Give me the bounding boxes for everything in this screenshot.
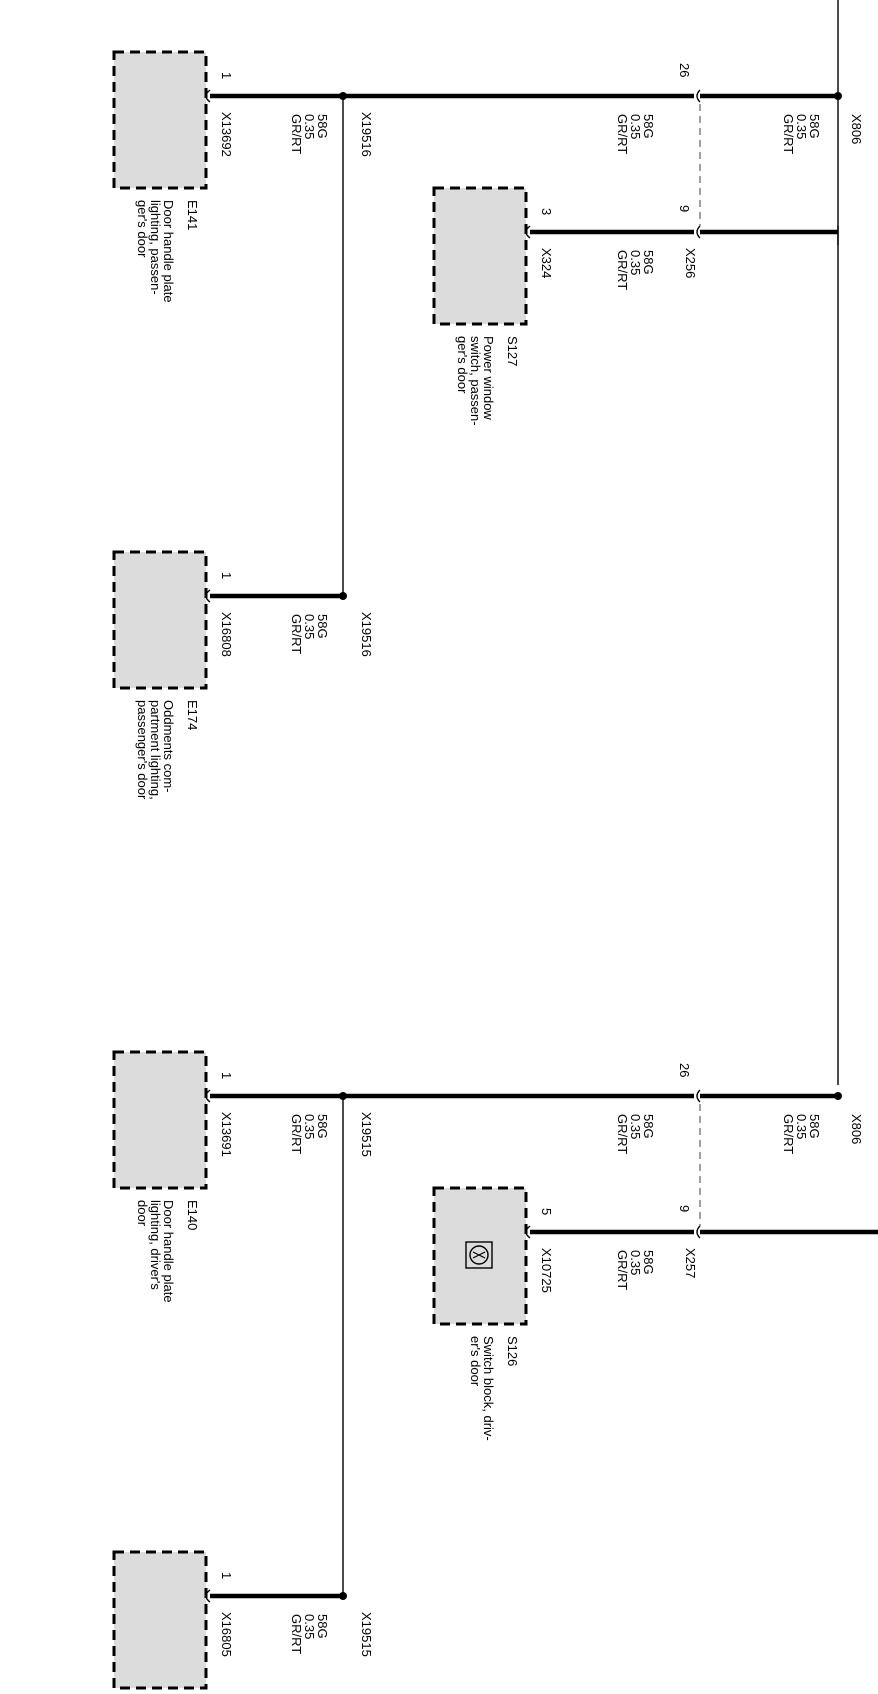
pin-1-unnamed: 1: [219, 1572, 234, 1579]
pin-1-e140: 1: [219, 1072, 234, 1079]
connector-x256: X256: [683, 248, 698, 278]
pin-3-s127: 3: [539, 208, 554, 215]
light-bulb-icon: [465, 1241, 493, 1269]
component-e141-box: [112, 50, 208, 190]
svg-text:58G: 58G: [641, 114, 656, 139]
svg-text:ger's door: ger's door: [455, 336, 470, 394]
wire-spec-s127: 58G 0.35 GR/RT: [615, 250, 656, 290]
svg-text:58G: 58G: [315, 614, 330, 639]
wire-spec-x257-main: 58G 0.35 GR/RT: [615, 1114, 656, 1154]
svg-text:Power window: Power window: [481, 336, 496, 420]
pin-9-x257: 9: [677, 1205, 692, 1212]
wire-spec-e140: 58G 0.35 GR/RT: [289, 1114, 330, 1154]
component-s127-id: S127: [505, 336, 520, 366]
component-e174-id: E174: [185, 700, 200, 730]
svg-text:GR/RT: GR/RT: [289, 1614, 304, 1654]
svg-text:GR/RT: GR/RT: [615, 1250, 630, 1290]
wire-spec-e141: 58G 0.35 GR/RT: [289, 114, 330, 154]
component-s126-desc: Switch block, driv- er's door: [468, 1336, 496, 1441]
svg-text:58G: 58G: [315, 114, 330, 139]
component-s126-id: S126: [505, 1336, 520, 1366]
svg-text:0.35: 0.35: [302, 114, 317, 139]
svg-text:58G: 58G: [641, 250, 656, 275]
pin-9-x256: 9: [677, 205, 692, 212]
component-e140-desc: Door handle plate lighting, driver's doo…: [135, 1200, 176, 1303]
connector-x19516-lower: X19516: [359, 612, 374, 657]
connector-x19515-lower: X19515: [359, 1612, 374, 1657]
connector-x10725: X10725: [539, 1248, 554, 1293]
connector-x13692: X13692: [219, 112, 234, 157]
svg-text:GR/RT: GR/RT: [289, 114, 304, 154]
component-unnamed-box: [112, 1550, 208, 1690]
connector-x257: X257: [683, 1248, 698, 1278]
svg-text:lighting, driver's: lighting, driver's: [148, 1200, 163, 1290]
svg-text:Oddments com-: Oddments com-: [161, 700, 176, 792]
svg-text:0.35: 0.35: [628, 1114, 643, 1139]
svg-text:GR/RT: GR/RT: [615, 114, 630, 154]
component-s127-desc: Power window switch, passen- ger's door: [455, 336, 496, 426]
pin-1-e174: 1: [219, 572, 234, 579]
connector-x806-bottom: X806: [849, 1114, 864, 1144]
wire-spec-x16805: 58G 0.35 GR/RT: [289, 1614, 330, 1654]
svg-text:GR/RT: GR/RT: [289, 1114, 304, 1154]
pin-26-bottom: 26: [677, 1063, 692, 1077]
junction-dot-x806-top: [834, 92, 842, 100]
connector-x19515: X19515: [359, 1112, 374, 1157]
svg-text:0.35: 0.35: [628, 250, 643, 275]
svg-text:ger's door: ger's door: [135, 200, 150, 258]
svg-text:58G: 58G: [641, 1250, 656, 1275]
svg-text:er's door: er's door: [468, 1336, 483, 1387]
connector-x806-top: X806: [849, 114, 864, 144]
svg-text:Door handle plate: Door handle plate: [161, 200, 176, 303]
component-e140-box: [112, 1050, 208, 1190]
svg-text:GR/RT: GR/RT: [781, 114, 796, 154]
svg-text:58G: 58G: [315, 1614, 330, 1639]
junction-dot-x806-bottom: [834, 1092, 842, 1100]
svg-text:lighting, passen-: lighting, passen-: [148, 200, 163, 295]
pin-26-top: 26: [677, 63, 692, 77]
wire-spec-s126: 58G 0.35 GR/RT: [615, 1250, 656, 1290]
wire-spec-e174: 58G 0.35 GR/RT: [289, 614, 330, 654]
component-s127-box: [432, 186, 528, 326]
svg-text:0.35: 0.35: [628, 114, 643, 139]
svg-text:58G: 58G: [807, 1114, 822, 1139]
svg-text:Switch block, driv-: Switch block, driv-: [481, 1336, 496, 1441]
svg-text:0.35: 0.35: [302, 614, 317, 639]
component-e141-desc: Door handle plate lighting, passen- ger'…: [135, 200, 176, 303]
component-e174-box: [112, 550, 208, 690]
svg-text:58G: 58G: [641, 1114, 656, 1139]
svg-text:passenger's door: passenger's door: [135, 700, 150, 800]
connector-x16808: X16808: [219, 612, 234, 657]
svg-text:0.35: 0.35: [794, 1114, 809, 1139]
pin-1-e141: 1: [219, 72, 234, 79]
svg-text:0.35: 0.35: [302, 1114, 317, 1139]
component-e140-id: E140: [185, 1200, 200, 1230]
svg-text:partment lighting,: partment lighting,: [148, 700, 163, 800]
svg-text:switch, passen-: switch, passen-: [468, 336, 483, 426]
svg-text:door: door: [135, 1200, 150, 1227]
connector-x16805: X16805: [219, 1612, 234, 1657]
svg-text:GR/RT: GR/RT: [289, 614, 304, 654]
pin-5-s126: 5: [539, 1208, 554, 1215]
connector-x19516: X19516: [359, 112, 374, 157]
svg-text:58G: 58G: [315, 1114, 330, 1139]
wire-spec-x806-top: 58G 0.35 GR/RT: [781, 114, 822, 154]
svg-text:0.35: 0.35: [794, 114, 809, 139]
svg-text:Door handle plate: Door handle plate: [161, 1200, 176, 1303]
svg-text:58G: 58G: [807, 114, 822, 139]
wire-spec-x256-main: 58G 0.35 GR/RT: [615, 114, 656, 154]
svg-text:0.35: 0.35: [302, 1614, 317, 1639]
wire-spec-x806-bottom: 58G 0.35 GR/RT: [781, 1114, 822, 1154]
component-e174-desc: Oddments com- partment lighting, passeng…: [135, 700, 176, 800]
connector-x324: X324: [539, 248, 554, 278]
component-e141-id: E141: [185, 200, 200, 230]
connector-x13691: X13691: [219, 1112, 234, 1157]
svg-text:GR/RT: GR/RT: [615, 250, 630, 290]
svg-text:0.35: 0.35: [628, 1250, 643, 1275]
svg-text:GR/RT: GR/RT: [615, 1114, 630, 1154]
svg-text:GR/RT: GR/RT: [781, 1114, 796, 1154]
